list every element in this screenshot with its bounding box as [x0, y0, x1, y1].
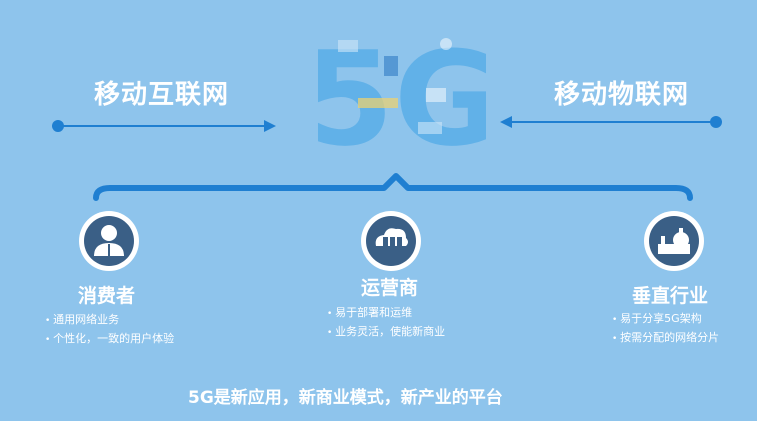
consumer-title: 消费者: [78, 285, 136, 307]
operator-icon-circle: [360, 210, 422, 272]
industry-icon-circle: [643, 210, 705, 272]
list-item: 按需分配的网络分片: [612, 329, 719, 348]
consumer-bullets: 通用网络业务 个性化，一致的用户体验: [45, 311, 174, 349]
list-item: 业务灵活，使能新商业: [327, 323, 445, 342]
mobile-iot-label: 移动物联网: [554, 80, 690, 110]
operator-bullets: 易于部署和运维 业务灵活，使能新商业: [327, 304, 445, 342]
list-item: 通用网络业务: [45, 311, 174, 330]
brace-bracket: [93, 173, 693, 201]
list-item: 个性化，一致的用户体验: [45, 330, 174, 349]
factory-icon: [644, 211, 704, 271]
svg-text:5G: 5G: [318, 26, 486, 158]
footer-text: 5G是新应用，新商业模式，新产业的平台: [188, 388, 503, 408]
right-arrow: [500, 116, 722, 128]
user-icon: [79, 211, 139, 271]
list-item: 易于分享5G架构: [612, 310, 719, 329]
industry-title: 垂直行业: [632, 285, 709, 307]
cloud-server-icon: [361, 211, 421, 271]
operator-title: 运营商: [361, 277, 419, 299]
left-arrow: [52, 120, 276, 132]
list-item: 易于部署和运维: [327, 304, 445, 323]
5g-logo: 5G 5G: [303, 23, 500, 175]
mobile-internet-label: 移动互联网: [94, 80, 230, 110]
consumer-icon-circle: [78, 210, 140, 272]
industry-bullets: 易于分享5G架构 按需分配的网络分片: [612, 310, 719, 348]
